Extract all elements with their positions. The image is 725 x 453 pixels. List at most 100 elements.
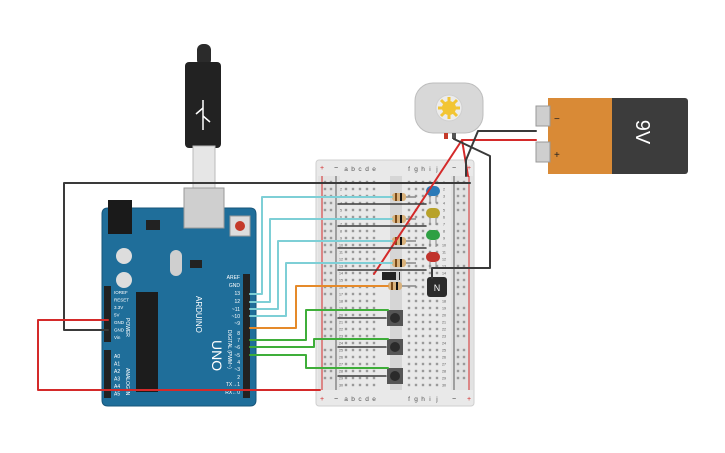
usb-plug-icon <box>185 44 221 189</box>
column-label-top: e <box>372 166 376 173</box>
power-pin-label: 5V <box>114 313 120 318</box>
row-number-right: 23 <box>442 335 446 339</box>
column-label-top: a <box>344 166 348 173</box>
row-number-left: 30 <box>339 384 343 388</box>
usb-jack <box>183 187 225 229</box>
row-number-left: 10 <box>339 244 343 248</box>
wire-green-5[interactable] <box>249 354 389 369</box>
wire-green-7[interactable] <box>249 309 389 341</box>
column-label-top: h <box>421 166 425 173</box>
digital-pin-label: 7 <box>237 338 240 344</box>
column-label-bottom: a <box>344 396 348 403</box>
led-yellow[interactable] <box>426 208 440 225</box>
row-number-left: 2 <box>340 188 342 192</box>
power-pin-label: RESET <box>114 298 129 303</box>
battery-plus: + <box>554 150 560 161</box>
push-button[interactable] <box>387 339 403 355</box>
row-number-right: 24 <box>442 342 446 346</box>
column-label-top: i <box>429 166 430 173</box>
power-section-label: POWER <box>124 318 130 337</box>
wire-black-gnd-loop[interactable] <box>63 182 471 331</box>
right-rail <box>451 176 473 390</box>
rail-label: + <box>320 165 324 172</box>
diode[interactable] <box>382 272 400 280</box>
row-number-left: 27 <box>339 363 343 367</box>
push-button[interactable] <box>387 368 403 384</box>
battery-9v[interactable]: − + 9V <box>535 98 688 174</box>
analog-pin-label: A5 <box>114 392 120 398</box>
wire-black-battery[interactable] <box>465 130 537 177</box>
push-button[interactable] <box>387 310 403 326</box>
wire-red-5v-loop[interactable] <box>37 319 321 391</box>
row-number-left: 7 <box>340 223 342 227</box>
column-label-bottom: b <box>351 396 355 403</box>
digital-pin-label: AREF <box>227 275 240 281</box>
dc-motor-icon[interactable] <box>414 82 484 139</box>
digital-pin-label: ~9 <box>234 321 240 327</box>
row-number-right: 30 <box>442 384 446 388</box>
power-pin-label: IOREF <box>114 290 128 295</box>
wire-black-motor[interactable] <box>431 138 491 279</box>
row-number-left: 19 <box>339 307 343 311</box>
transistor-label: N <box>434 283 441 293</box>
digital-pin-label: GND <box>229 283 241 289</box>
row-number-right: 6 <box>443 216 445 220</box>
wire-cyan-11[interactable] <box>249 240 393 310</box>
rail-label: − <box>334 396 338 403</box>
column-label-bottom: d <box>365 396 369 403</box>
push-buttons <box>387 310 403 384</box>
analog-pin-label: A3 <box>114 377 120 383</box>
rail-label: + <box>467 165 471 172</box>
analog-pin-label: A0 <box>114 354 120 360</box>
row-number-right: 3 <box>443 195 445 199</box>
row-number-right: 22 <box>442 328 446 332</box>
analog-pin-label: A4 <box>114 384 120 390</box>
row-number-left: 14 <box>339 272 343 276</box>
motor-gear-icon <box>438 97 460 119</box>
row-number-left: 26 <box>339 356 343 360</box>
column-label-bottom: h <box>421 396 425 403</box>
row-number-left: 16 <box>339 286 343 290</box>
wire-orange-9[interactable] <box>249 285 389 329</box>
row-number-right: 18 <box>442 300 446 304</box>
row-number-left: 20 <box>339 314 343 318</box>
row-number-right: 11 <box>442 251 446 255</box>
row-number-left: 18 <box>339 300 343 304</box>
crystal <box>170 250 182 276</box>
column-label-bottom: i <box>429 396 430 403</box>
transistor[interactable]: N <box>427 277 447 297</box>
row-number-left: 15 <box>339 279 343 283</box>
power-pin-label: GND <box>114 328 125 333</box>
digital-header <box>243 274 250 398</box>
digital-pin-label: ~10 <box>232 314 241 320</box>
row-number-right: 20 <box>442 314 446 318</box>
digital-pin-label: ~6 <box>234 345 240 351</box>
row-number-right: 5 <box>443 209 445 213</box>
microcontroller-chip <box>136 292 158 392</box>
row-number-right: 19 <box>442 307 446 311</box>
row-number-right: 29 <box>442 377 446 381</box>
analog-header <box>104 350 111 398</box>
row-number-left: 13 <box>339 265 343 269</box>
column-label-bottom: e <box>372 396 376 403</box>
digital-section-label: DIGITAL (PWM~) <box>226 330 232 369</box>
wire-cyan-10[interactable] <box>249 262 393 317</box>
wires <box>37 130 537 391</box>
digital-pin-label: 4 <box>237 360 240 366</box>
wire-cyan-13[interactable] <box>249 196 393 295</box>
row-number-right: 28 <box>442 370 446 374</box>
digital-pin-label: ~3 <box>234 367 240 373</box>
row-number-right: 10 <box>442 244 446 248</box>
column-label-top: c <box>358 166 362 173</box>
led-green[interactable] <box>426 230 440 247</box>
wire-cyan-12[interactable] <box>249 218 393 303</box>
wire-green-6[interactable] <box>249 338 389 348</box>
row-number-left: 9 <box>340 237 342 241</box>
column-label-bottom: c <box>358 396 362 403</box>
row-number-left: 29 <box>339 377 343 381</box>
row-number-left: 11 <box>339 251 343 255</box>
